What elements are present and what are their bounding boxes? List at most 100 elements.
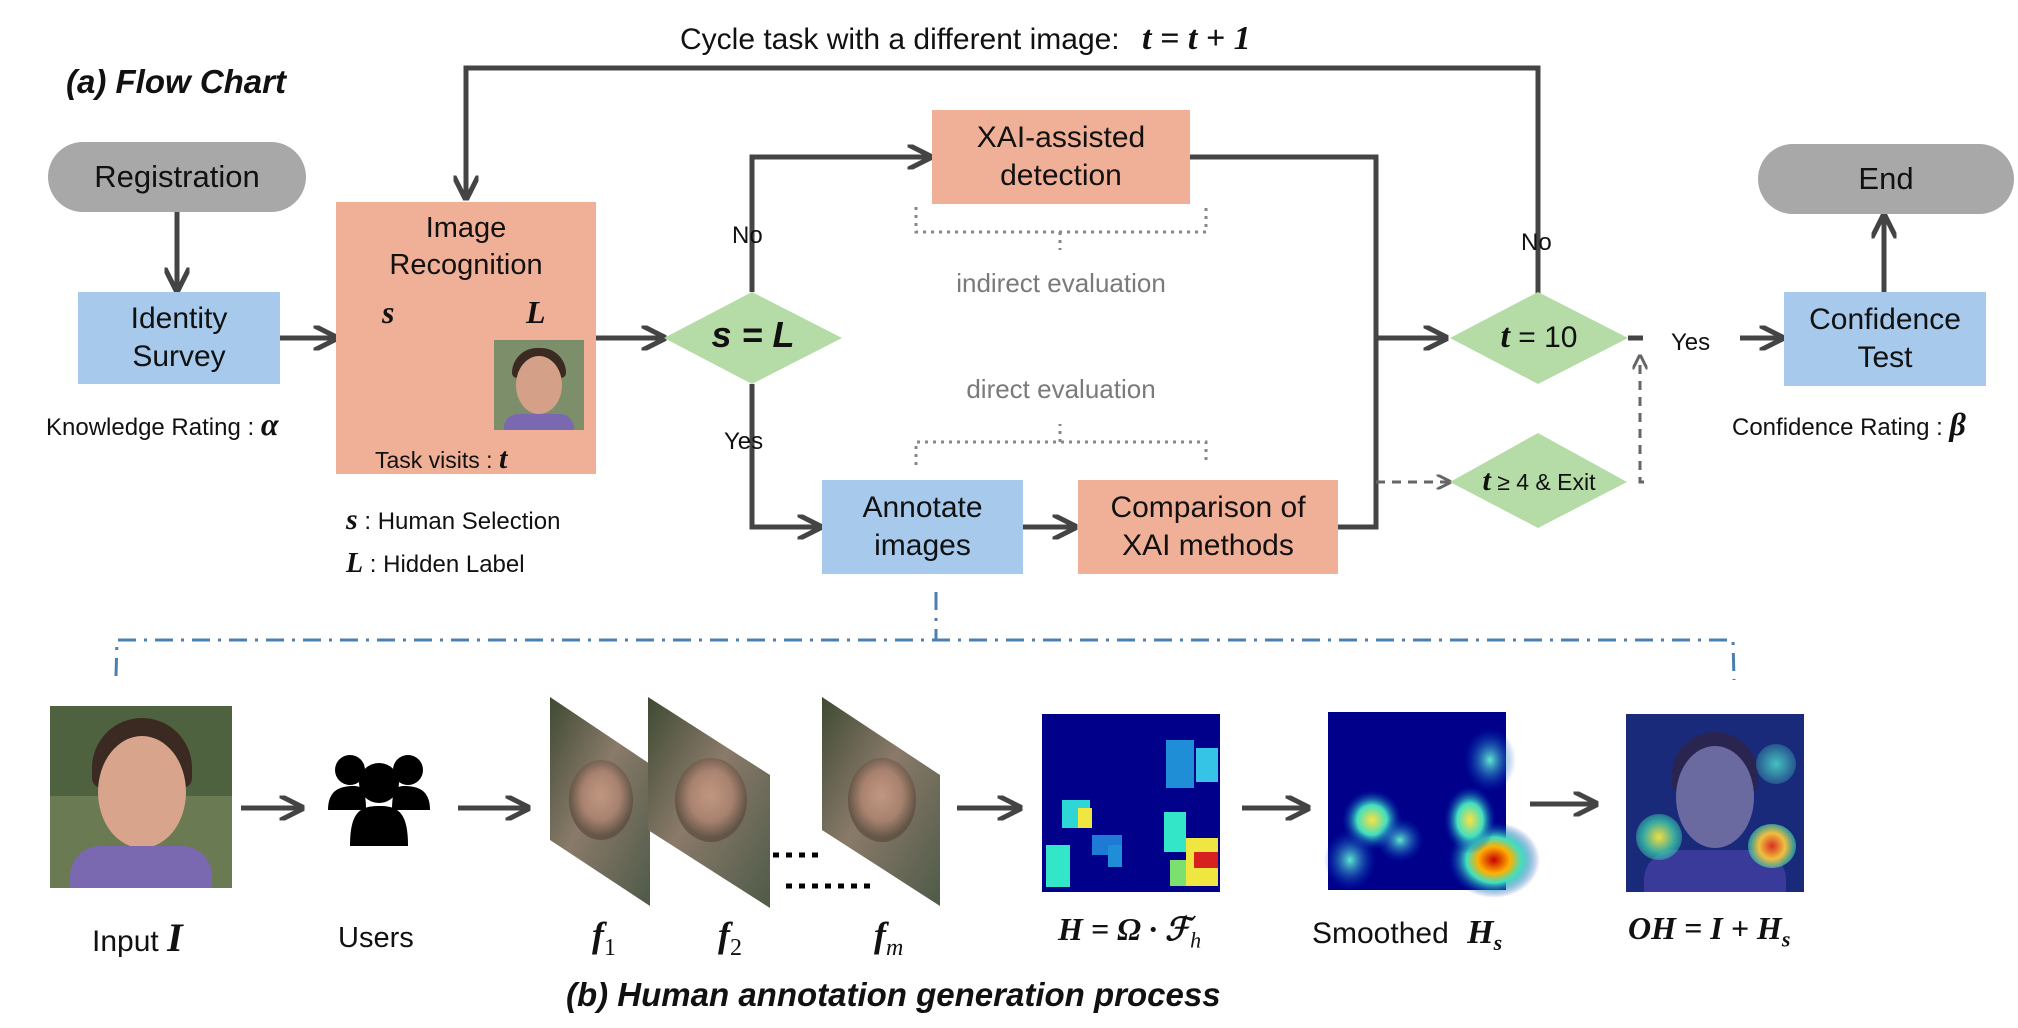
decision-t10-rest: = 10 xyxy=(1509,321,1578,354)
face-thumbnail xyxy=(494,340,584,430)
overlay-hotspot-right xyxy=(1748,824,1796,868)
legend-l-text: : Hidden Label xyxy=(369,551,525,578)
no-label: No xyxy=(732,222,763,249)
legend-s: s : Human Selection xyxy=(346,503,560,537)
f2-subscript: 2 xyxy=(730,935,742,962)
knowledge-rating-text: Knowledge Rating : xyxy=(46,414,255,441)
confidence-test-line1: Confidence xyxy=(1809,303,1961,336)
arrow-cycle-loop xyxy=(466,65,1541,295)
confidence-rating-text: Confidence Rating : xyxy=(1732,414,1943,441)
input-symbol: I xyxy=(167,915,183,960)
knowledge-rating: Knowledge Rating : α xyxy=(46,406,279,443)
frame-f1 xyxy=(550,697,650,906)
decision-t-ge-4-label: t ≥ 4 & Exit xyxy=(1450,464,1628,498)
decision-t4-symbol: t xyxy=(1482,464,1491,497)
bracket-annotation-link xyxy=(114,592,1736,681)
oh-formula-label: OH = I + Hs xyxy=(1628,910,1790,952)
decision-t-equals-10-label: t = 10 xyxy=(1450,318,1628,356)
comparison-line2: XAI methods xyxy=(1122,529,1294,562)
annotate-images-line1: Annotate xyxy=(862,491,983,524)
f2-label: f2 xyxy=(718,914,742,962)
input-face-image xyxy=(50,706,232,888)
decision-diamond-t-ge-4 xyxy=(1450,433,1627,528)
xai-detection-line1: XAI-assisted xyxy=(976,121,1146,154)
h-subscript: h xyxy=(1190,927,1202,953)
confidence-test-line2: Test xyxy=(1857,341,1913,374)
f2-symbol: f xyxy=(718,915,730,955)
f1-subscript: 1 xyxy=(604,935,616,962)
legend-s-symbol: s xyxy=(346,503,358,536)
t-symbol: t xyxy=(498,442,508,475)
alpha-symbol: α xyxy=(260,406,279,442)
fm-subscript: m xyxy=(886,935,904,962)
flow-chart-heading: (a) Flow Chart xyxy=(66,63,286,100)
oh-formula: OH = I + H xyxy=(1628,910,1782,946)
overlay-heatmap-image xyxy=(1626,714,1804,892)
l-symbol: L xyxy=(526,294,546,330)
overlay-hotspot-left xyxy=(1636,814,1682,860)
frame-fm xyxy=(822,697,940,906)
decision-diamond-s-equals-l xyxy=(664,292,842,384)
cycle-label: Cycle task with a different image: t = t… xyxy=(680,20,1251,58)
yes-label: Yes xyxy=(724,428,764,455)
input-label-text: Input xyxy=(92,925,159,958)
identity-survey-line1: Identity xyxy=(130,302,228,335)
identity-survey-line2: Survey xyxy=(132,340,226,373)
users-icon xyxy=(328,755,430,846)
face-shirt xyxy=(504,414,574,430)
decision-t4-rest: ≥ 4 & Exit xyxy=(1490,469,1596,495)
s-symbol: s xyxy=(382,294,395,330)
frames-ellipsis xyxy=(773,852,872,889)
fm-label: fm xyxy=(874,914,903,962)
indirect-evaluation: indirect evaluation xyxy=(956,268,1166,298)
smoothed-label: Smoothed Hs xyxy=(1312,914,1502,956)
comparison-line1: Comparison of xyxy=(1110,491,1306,524)
no-label-2: No xyxy=(1521,229,1552,256)
legend-s-text: : Human Selection xyxy=(364,508,561,535)
arrow-yes-annotate xyxy=(749,384,820,527)
confidence-rating: Confidence Rating : β xyxy=(1732,406,1966,443)
xai-detection-line2: detection xyxy=(1000,159,1122,192)
image-recognition-line2: Recognition xyxy=(389,249,543,281)
bracket-indirect xyxy=(914,207,1208,250)
arrow-dashed-exit xyxy=(1640,356,1644,484)
h-formula: H = Ω · ℱ xyxy=(1058,911,1191,947)
hs-symbol: H xyxy=(1467,914,1494,951)
users-label: Users xyxy=(338,922,414,954)
identity-survey-node: Identity Survey xyxy=(78,292,280,384)
heatmap-h xyxy=(1042,714,1220,892)
image-recognition-line1: Image xyxy=(425,212,507,244)
annotate-images-node: Annotate images xyxy=(822,480,1023,574)
registration-node: Registration xyxy=(48,142,306,212)
end-node: End xyxy=(1758,144,2014,214)
cycle-label-text: Cycle task with a different image: xyxy=(680,23,1120,56)
input-face-skin xyxy=(98,736,186,848)
overlay-hotspot-top xyxy=(1756,744,1796,784)
cycle-formula: t = t + 1 xyxy=(1142,20,1251,57)
fm-symbol: f xyxy=(874,915,886,955)
task-visits: Task visits : t xyxy=(375,442,507,476)
yes-label-2: Yes xyxy=(1671,329,1711,356)
f1-symbol: f xyxy=(592,915,604,955)
annotate-images-line2: images xyxy=(874,529,971,562)
image-recognition-title: Image Recognition xyxy=(336,210,596,284)
oh-subscript: s xyxy=(1781,926,1791,952)
face-skin xyxy=(516,356,562,414)
task-visits-text: Task visits : xyxy=(375,447,493,473)
input-label: Input I xyxy=(92,914,183,961)
decision-t10-symbol: t xyxy=(1500,318,1510,355)
comparison-node: Comparison of XAI methods xyxy=(1078,480,1338,574)
beta-symbol: β xyxy=(1949,406,1966,442)
hs-subscript: s xyxy=(1493,930,1503,955)
decision-s-equals-l-label: s = L xyxy=(711,314,795,355)
overlay-face xyxy=(1676,746,1754,848)
smoothed-text: Smoothed xyxy=(1312,917,1449,950)
f1-label: f1 xyxy=(592,914,616,962)
frame-f2 xyxy=(648,697,770,908)
xai-detection-node: XAI-assisted detection xyxy=(932,110,1190,204)
bracket-direct xyxy=(914,424,1208,465)
direct-evaluation: direct evaluation xyxy=(966,374,1156,404)
annotation-process-heading: (b) Human annotation generation process xyxy=(566,976,1221,1013)
input-face-shirt xyxy=(70,846,212,888)
